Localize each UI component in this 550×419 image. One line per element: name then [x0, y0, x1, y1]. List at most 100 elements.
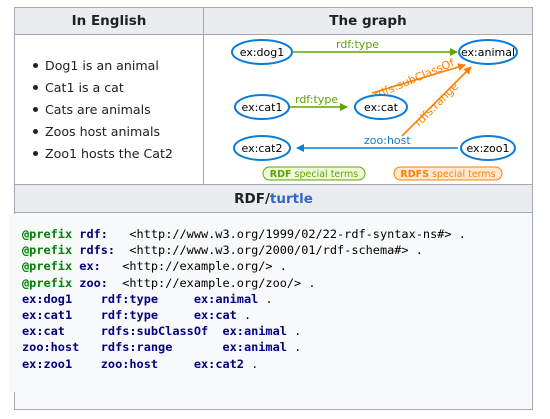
header-the-graph: The graph [204, 8, 532, 35]
code-space [172, 340, 222, 354]
node-cat [354, 94, 408, 120]
sentence-text: Dog1 is an animal [45, 58, 159, 73]
code-predicate: rdfs:range [100, 340, 173, 355]
code-keyword: @prefix [22, 259, 73, 274]
code-keyword: @prefix [22, 275, 73, 290]
rdf-graph-diagram: rdf:type rdf:type rdfs:subClassOf rdfs:r… [231, 38, 518, 181]
node-label-cat: ex:cat [364, 101, 399, 114]
graph-cell: rdf:type rdf:type rdfs:subClassOf rdfs:r… [204, 35, 532, 184]
header-in-english: In English [15, 8, 204, 35]
legend-rdf-text: RDF special terms [270, 169, 358, 180]
code-uri: <http://www.w3.org/1999/02/22-rdf-syntax… [107, 227, 466, 241]
code-space [158, 308, 194, 322]
code-object: ex:animal [222, 324, 287, 339]
sentence-text: Cats are animals [45, 102, 151, 117]
code-line: ex:dog1 rdf:type ex:animal . [22, 291, 466, 307]
code-prefix: rdfs: [72, 243, 116, 258]
edge-label-host: zoo:host [364, 134, 411, 147]
node-label-cat1: ex:cat1 [242, 101, 283, 114]
code-object: ex:cat [193, 307, 237, 322]
code-block-background [9, 214, 508, 392]
code-keyword: @prefix [22, 243, 73, 258]
node-cat1 [234, 94, 290, 120]
turtle-link[interactable]: turtle [269, 190, 313, 207]
bullet-icon [33, 107, 38, 112]
legend-rdfs-pill [393, 166, 503, 181]
code-line: ex:cat rdfs:subClassOf ex:animal . [22, 323, 466, 339]
code-line: @prefix ex: <http://example.org/> . [22, 258, 466, 274]
sentence-text: Cat1 is a cat [45, 80, 124, 95]
code-uri: <http://example.org/zoo/> . [107, 275, 316, 290]
code-object: ex:cat2 [193, 356, 244, 371]
code-prefix: rdf: [72, 227, 108, 241]
code-terminator: . [286, 324, 302, 339]
code-space [65, 324, 101, 338]
code-space [79, 340, 100, 354]
bullet-icon [33, 129, 38, 134]
node-label-cat2: ex:cat2 [242, 142, 283, 155]
code-space [72, 292, 101, 306]
node-animal [458, 39, 518, 65]
code-terminator: . [243, 356, 259, 371]
turtle-code-block: @prefix rdf: <http://www.w3.org/1999/02/… [22, 226, 466, 372]
edge-label-range: rdfs:range [412, 80, 461, 129]
code-subject: ex:dog1 [22, 291, 73, 306]
code-object: ex:animal [222, 340, 287, 355]
code-line: @prefix zoo: <http://example.org/zoo/> . [22, 275, 466, 291]
code-line: ex:cat1 rdf:type ex:cat . [22, 307, 466, 323]
sentence-text: Zoos host animals [45, 124, 161, 139]
list-item: Dog1 is an animal [33, 55, 173, 77]
code-line: @prefix rdf: <http://www.w3.org/1999/02/… [22, 226, 466, 242]
node-label-dog1: ex:dog1 [240, 46, 284, 59]
list-item: Cat1 is a cat [33, 77, 173, 99]
bullet-icon [33, 63, 38, 68]
edge-label-cat1-type: rdf:type [295, 93, 338, 106]
code-line: ex:zoo1 zoo:host ex:cat2 . [22, 356, 466, 372]
english-cell: Dog1 is an animal Cat1 is a cat Cats are… [15, 35, 204, 184]
code-subject: zoo:host [22, 340, 80, 355]
code-predicate: rdf:type [100, 291, 159, 306]
code-line: zoo:host rdfs:range ex:animal . [22, 339, 466, 355]
code-predicate: rdfs:subClassOf [100, 324, 209, 339]
node-zoo1 [460, 135, 516, 161]
bullet-icon [33, 151, 38, 156]
code-space [72, 357, 101, 371]
node-label-animal: ex:animal [461, 46, 515, 59]
code-uri: <http://www.w3.org/2000/01/rdf-schema#> … [115, 243, 423, 258]
code-prefix: ex: [72, 259, 101, 274]
edge-cat-subclass [371, 63, 466, 94]
code-terminator: . [286, 340, 302, 355]
legend-rdfs-text: RDFS special terms [400, 169, 495, 180]
code-predicate: zoo:host [100, 356, 159, 371]
list-item: Zoo1 hosts the Cat2 [33, 143, 173, 165]
code-uri: <http://example.org/> . [100, 259, 287, 274]
code-line: @prefix rdfs: <http://www.w3.org/2000/01… [22, 242, 466, 258]
code-subject: ex:cat [22, 324, 65, 339]
code-space [72, 308, 101, 322]
code-space [158, 292, 194, 306]
code-subject: ex:zoo1 [22, 356, 73, 371]
node-label-zoo1: ex:zoo1 [466, 142, 509, 155]
code-terminator: . [258, 291, 273, 306]
bullet-icon [33, 85, 38, 90]
sentence-text: Zoo1 hosts the Cat2 [45, 146, 173, 161]
list-item: Zoos host animals [33, 121, 173, 143]
legend-rdf-pill [262, 166, 366, 181]
english-list: Dog1 is an animal Cat1 is a cat Cats are… [33, 55, 173, 165]
code-object: ex:animal [193, 291, 259, 306]
code-keyword: @prefix [22, 227, 73, 241]
node-cat2 [233, 135, 291, 161]
code-terminator: . [236, 307, 252, 322]
code-prefix: zoo: [72, 275, 108, 290]
header-rdf-turtle: RDF/turtle [15, 184, 532, 213]
rdf-example-table: In English The graph Dog1 is an animal C… [14, 7, 533, 410]
list-item: Cats are animals [33, 99, 173, 121]
code-header-prefix: RDF/ [234, 190, 270, 207]
code-space [158, 357, 194, 371]
edge-host-range [401, 66, 472, 137]
code-predicate: rdf:type [100, 307, 159, 322]
node-dog1 [231, 39, 293, 65]
edge-label-dog1-type: rdf:type [336, 38, 379, 51]
code-subject: ex:cat1 [22, 307, 73, 322]
code-space [208, 324, 222, 338]
